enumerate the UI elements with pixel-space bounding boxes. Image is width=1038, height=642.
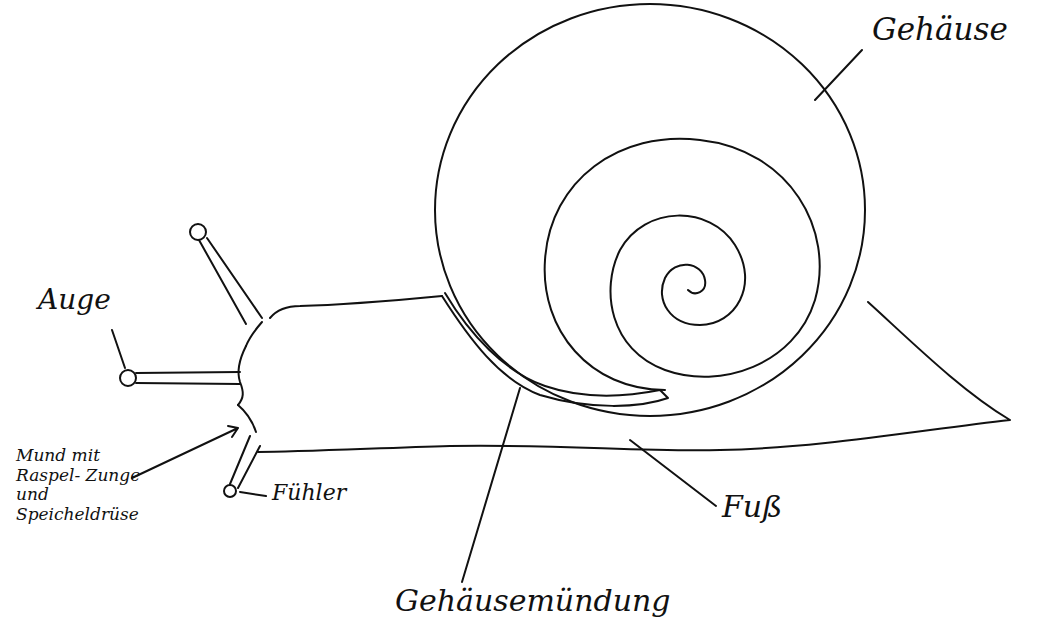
part-label: Gehäusemündung [395, 584, 671, 619]
eye-knob [120, 370, 136, 386]
part-label: Auge [38, 284, 111, 316]
eye-tentacle [136, 372, 240, 384]
part-label: Fühler [272, 480, 346, 505]
shell-spiral [545, 139, 820, 390]
part-label: Gehäuse [872, 12, 1008, 48]
part-label: Fuß [722, 490, 782, 525]
shell [435, 4, 865, 416]
leader-line [112, 50, 862, 582]
snail-head [238, 346, 246, 405]
upper-tentacle [199, 238, 262, 324]
lower-feeler [230, 436, 260, 488]
part-label: Mund mit Raspel- Zunge und Speicheldrüse [16, 446, 166, 524]
tentacle-knob [190, 224, 206, 240]
feeler-knob [224, 485, 236, 497]
shell-aperture [442, 293, 668, 406]
